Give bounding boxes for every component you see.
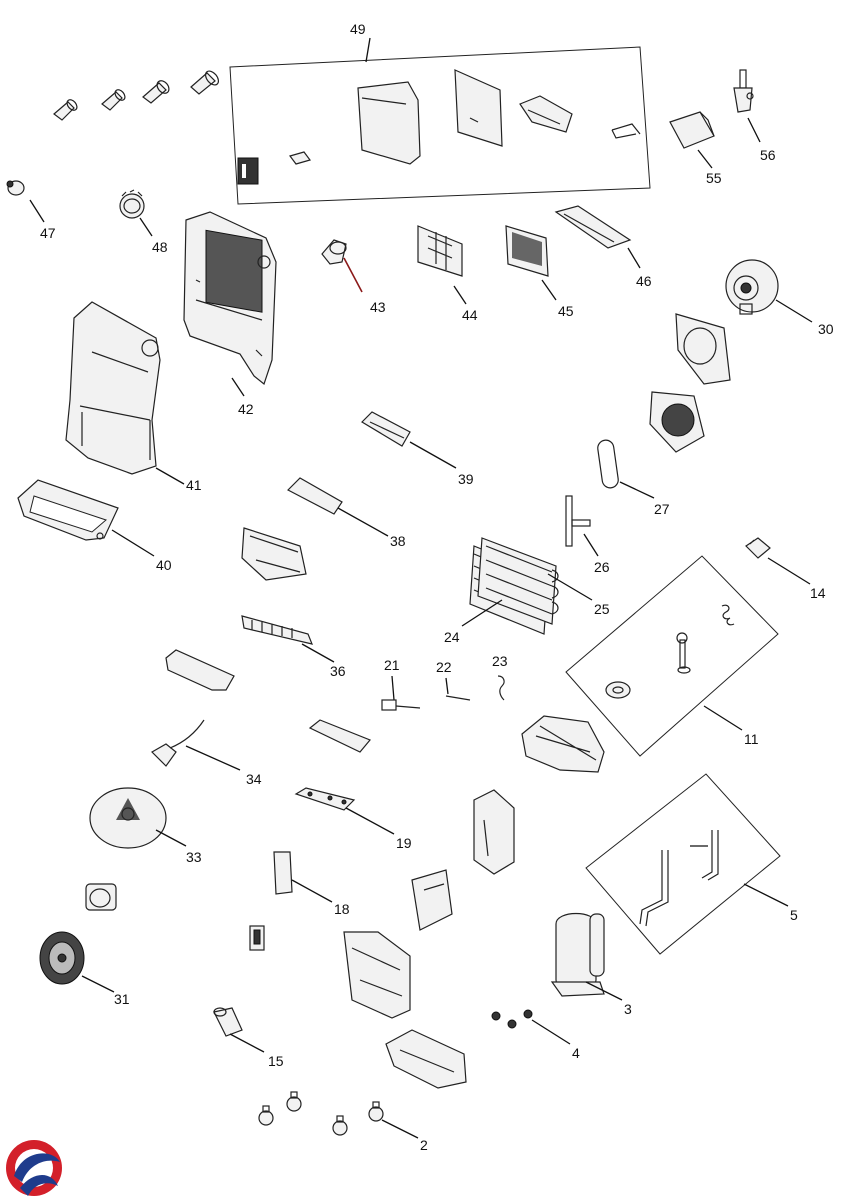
label-41: 41 [186,477,202,493]
part-14-connector [745,537,771,559]
label-15: 15 [268,1053,284,1069]
label-21: 21 [384,657,400,673]
label-31: 31 [114,991,130,1007]
label-22: 22 [436,659,452,675]
label-3: 3 [624,1001,632,1017]
label-40: 40 [156,557,172,573]
part-bracket-left [165,649,235,691]
part-43-cap [321,239,347,265]
label-24: 24 [444,629,460,645]
label-44: 44 [462,307,478,323]
group-box-11 [565,555,779,757]
part-56-float [733,69,754,113]
label-25: 25 [594,601,610,617]
part-23-clip [497,675,505,701]
part-44-filter-frame [417,225,463,277]
label-49: 49 [350,21,366,37]
part-38-tank-cover [241,477,343,581]
part-chassis [343,931,411,1019]
label-5: 5 [790,907,798,923]
hose-nozzle-set [53,70,220,121]
label-42: 42 [238,401,254,417]
part-2-casters [258,1091,384,1136]
part-47-knob [6,180,25,196]
label-4: 4 [572,1045,580,1061]
label-33: 33 [186,849,202,865]
part-19-control-board [294,787,356,811]
label-36: 36 [330,663,346,679]
part-4-grommets [491,1009,533,1029]
part-15-pump [213,1007,243,1037]
label-34: 34 [246,771,262,787]
label-2: 2 [420,1137,428,1153]
part-switch [249,925,265,951]
label-27: 27 [654,501,670,517]
part-33-fan-cover [89,787,167,849]
part-48-gear [119,189,145,219]
label-23: 23 [492,653,508,669]
label-19: 19 [396,835,412,851]
label-11: 11 [744,731,759,747]
label-26: 26 [594,559,610,575]
part-30-fan-housing [649,313,731,453]
part-30-fan-motor [725,259,779,315]
part-electric-box [473,789,515,875]
label-38: 38 [390,533,406,549]
part-capacitor-housing [411,869,453,931]
part-55-clip [669,111,715,149]
part-base-plate [385,1029,467,1089]
part-34-power-cord [151,719,205,767]
part-31-impeller [39,931,85,985]
part-40-tray-frame [17,479,119,541]
label-55: 55 [706,170,722,186]
label-47: 47 [40,225,56,241]
label-39: 39 [458,471,474,487]
label-30: 30 [818,321,834,337]
part-21-sensor [381,699,421,711]
part-small-impeller [85,883,117,911]
box5-pipes [639,830,719,927]
part-36-grille [241,615,313,645]
part-22-probe [445,695,471,701]
label-56: 56 [760,147,776,163]
part-board-bracket [308,719,371,753]
box49-parts [237,69,641,185]
part-46-cover [554,205,632,249]
part-27-gasket [597,439,619,489]
brand-logo [6,1140,62,1196]
label-48: 48 [152,239,168,255]
box11-parts [605,604,735,699]
part-18-panel [273,851,293,895]
part-41-front-housing [65,301,161,475]
label-45: 45 [558,303,574,319]
part-base-drain-tray [521,715,605,773]
label-18: 18 [334,901,350,917]
group-box-49 [229,46,651,205]
part-39-strip [361,411,411,447]
part-42-rear-housing [183,211,277,386]
label-14: 14 [810,585,826,601]
part-26-tee-pipe [565,495,591,547]
label-46: 46 [636,273,652,289]
part-45-filter [505,225,549,277]
part-3-compressor [550,913,605,997]
label-43: 43 [370,299,386,315]
group-box-5 [585,773,781,955]
